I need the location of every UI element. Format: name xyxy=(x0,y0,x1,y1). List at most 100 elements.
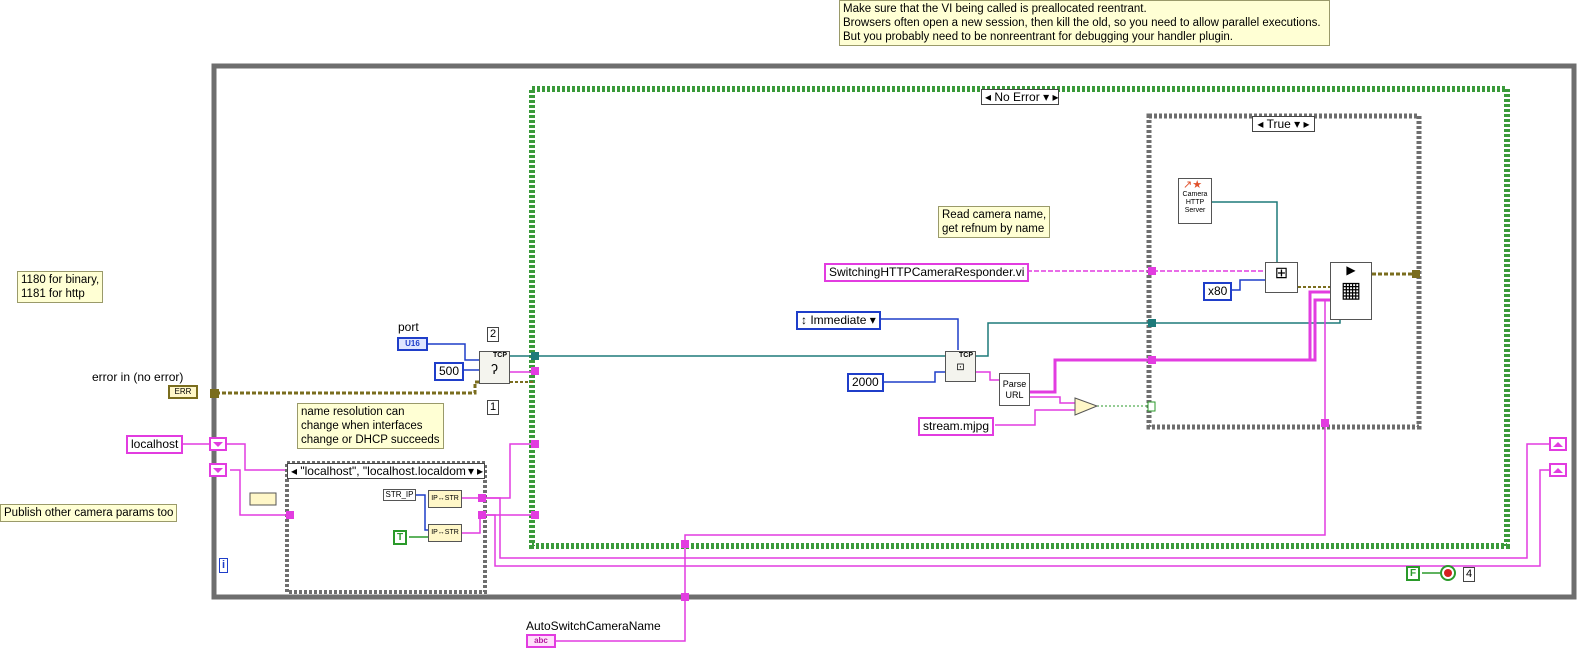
tunnel-host-a xyxy=(531,440,539,448)
port-terminal[interactable]: U16 xyxy=(397,337,428,351)
shift-register-wire-a xyxy=(230,469,290,516)
mode-wire xyxy=(880,318,959,350)
auto-switch-terminal[interactable]: abc xyxy=(526,634,556,648)
host-case-structure[interactable] xyxy=(285,461,487,594)
search-node[interactable] xyxy=(249,492,277,506)
open-vi-reference-icon: ⊞ xyxy=(1274,265,1289,282)
reentrant-note-line-3: But you probably need to be nonreentrant… xyxy=(843,31,1234,43)
count-1-label: 1 xyxy=(487,400,500,415)
camera-server-line-2: HTTP xyxy=(1185,199,1205,206)
name-resolution-note-line-3: change or DHCP succeeds xyxy=(301,434,440,446)
reentrant-note-line-1: Make sure that the VI being called is pr… xyxy=(843,3,1147,15)
timeout-2000-constant[interactable]: 2000 xyxy=(847,373,884,392)
error-wire xyxy=(210,380,480,395)
tunnel-bool-case xyxy=(1147,401,1156,412)
tunnel-auto-loop xyxy=(681,593,689,601)
host-case-selector-text: "localhost", "localhost.localdom xyxy=(300,464,466,478)
immediate-mode-ring-arrows: ↕ xyxy=(801,313,807,327)
tcp-read-node-text: TCP xyxy=(959,352,973,359)
camera-http-server-vi[interactable]: ↗★ Camera HTTP Server xyxy=(1178,178,1212,224)
error-case-selector[interactable]: ◂ No Error ▾ ▸ xyxy=(981,89,1059,105)
loop-count-label: 4 xyxy=(1463,567,1476,582)
tunnel-connection xyxy=(1148,319,1156,327)
host-case-dropdown-icon[interactable]: ▾ xyxy=(467,464,474,478)
tcp-listen-node-text: TCP xyxy=(493,352,507,359)
start-async-call-node[interactable]: ▶ ▦ xyxy=(1330,262,1372,320)
error-case-prev-icon[interactable]: ◂ xyxy=(985,90,992,104)
false-constant[interactable]: F xyxy=(1406,566,1421,581)
tcp-read-node[interactable]: TCP ⊡ xyxy=(945,351,976,382)
parse-url-line-1: Parse xyxy=(1002,379,1027,389)
timeout-2000-wire xyxy=(880,371,945,383)
auto-switch-wire xyxy=(555,299,1330,642)
tunnel-error xyxy=(210,389,219,398)
shift-register-right-a-arrow xyxy=(1553,442,1563,447)
camera-server-line-3: Server xyxy=(1184,207,1206,214)
read-camera-note: Read camera name, get refnum by name xyxy=(938,206,1051,238)
host-case-selector[interactable]: ◂ "localhost", "localhost.localdom ▾ ▸ xyxy=(287,463,485,479)
tcp-listen-ear-icon: ʔ xyxy=(491,361,498,377)
reentrant-note: Make sure that the VI being called is pr… xyxy=(839,0,1330,46)
ip-to-string-node-b[interactable]: IP↔STR xyxy=(428,524,462,542)
publish-note-text: Publish other camera params too xyxy=(4,507,174,519)
read-camera-note-line-2: get refnum by name xyxy=(942,223,1045,235)
localhost-constant[interactable]: localhost xyxy=(126,435,184,454)
tunnel-listener xyxy=(531,352,539,360)
auto-switch-terminal-text: abc xyxy=(534,636,548,645)
stream-wire xyxy=(995,409,1075,426)
str-ip-constant[interactable]: STR_IP xyxy=(383,489,416,501)
publish-note: Publish other camera params too xyxy=(0,504,178,522)
camera-server-line-1: Camera xyxy=(1182,191,1208,198)
immediate-mode-ring[interactable]: ↕ Immediate ▾ xyxy=(796,311,881,330)
tcp-listen-node[interactable]: TCP ʔ xyxy=(479,351,510,384)
open-vi-reference-node[interactable]: ⊞ xyxy=(1265,262,1298,293)
x80-wire xyxy=(1230,279,1265,291)
tunnel-tcp-error xyxy=(531,367,539,375)
equal-node[interactable] xyxy=(1074,397,1099,416)
inner-string-wire xyxy=(1150,290,1330,362)
str-ip-wire xyxy=(416,494,430,531)
camera-refnum-wire xyxy=(1195,201,1278,265)
stream-constant[interactable]: stream.mjpg xyxy=(918,417,995,436)
ports-note-line-2: 1181 for http xyxy=(21,288,85,300)
start-async-call-grid-icon: ▦ xyxy=(1340,277,1362,302)
true-case-prev-icon[interactable]: ◂ xyxy=(1257,117,1264,131)
responder-vi-constant[interactable]: SwitchingHTTPCameraResponder.vi xyxy=(824,263,1030,282)
error-in-label: error in (no error) xyxy=(92,370,184,384)
x80-constant[interactable]: x80 xyxy=(1203,282,1233,301)
true-case-selector-text: True xyxy=(1266,117,1291,131)
host-case-next-icon[interactable]: ▸ xyxy=(476,464,483,478)
error-case-next-icon[interactable]: ▸ xyxy=(1052,90,1059,104)
tunnel-responder xyxy=(1148,267,1156,275)
error-in-terminal-text: ERR xyxy=(174,387,192,396)
error-in-terminal[interactable]: ERR xyxy=(168,385,198,399)
shift-register-left-b-arrow xyxy=(213,468,223,473)
tunnel-host-case-a xyxy=(478,494,486,502)
while-loop-frame[interactable] xyxy=(211,63,1577,600)
host-case-prev-icon[interactable]: ◂ xyxy=(291,464,298,478)
tunnel-auto-inner xyxy=(1321,419,1329,427)
parse-url-line-2: URL xyxy=(1005,390,1024,400)
error-case-dropdown-icon[interactable]: ▾ xyxy=(1043,90,1050,104)
true-case-dropdown-icon[interactable]: ▾ xyxy=(1294,117,1301,131)
true-case-selector[interactable]: ◂ True ▾ ▸ xyxy=(1252,116,1315,132)
port-wire xyxy=(428,343,480,361)
ip-to-string-node-a[interactable]: IP↔STR xyxy=(428,490,462,508)
read-camera-note-line-1: Read camera name, xyxy=(942,209,1047,221)
port-500-constant[interactable]: 500 xyxy=(434,362,465,381)
immediate-mode-ring-dropdown: ▾ xyxy=(869,313,876,327)
stop-button-core xyxy=(1444,569,1452,577)
start-async-call-run-icon: ▶ xyxy=(1346,263,1356,277)
request-string-wire xyxy=(975,371,1000,381)
url-compare-wire xyxy=(1030,396,1075,404)
ports-note: 1180 for binary, 1181 for http xyxy=(17,271,104,303)
shift-register-loop-wire xyxy=(485,443,1550,559)
true-constant[interactable]: T xyxy=(393,530,408,545)
true-case-next-icon[interactable]: ▸ xyxy=(1303,117,1310,131)
error-case-selector-text: No Error xyxy=(994,90,1040,104)
tunnel-error-out xyxy=(1412,270,1420,278)
name-resolution-note: name resolution can change when interfac… xyxy=(297,403,444,449)
parse-url-node[interactable]: Parse URL xyxy=(999,373,1030,406)
tunnel-auto-outer xyxy=(681,540,689,548)
